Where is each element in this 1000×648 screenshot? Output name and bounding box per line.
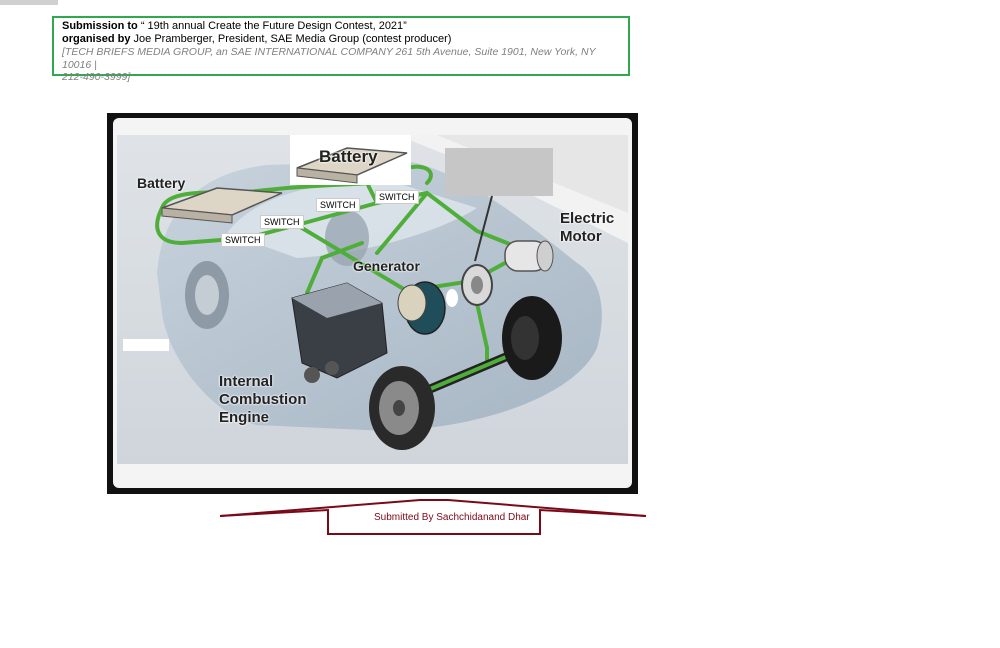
right-wheel-rim — [511, 316, 539, 360]
label-engine-line-3: Engine — [219, 409, 307, 427]
label-engine: Internal Combustion Engine — [219, 373, 307, 427]
header-phone: 212-490-3999] — [62, 71, 620, 84]
label-electric-motor: Electric Motor — [560, 210, 614, 246]
label-battery-left: Battery — [137, 175, 185, 191]
submission-header: Submission to “ 19th annual Create the F… — [52, 16, 630, 76]
label-battery-top: Battery — [319, 147, 378, 167]
label-motor: Motor — [560, 228, 614, 246]
switch-label-4: SWITCH — [375, 190, 419, 204]
header-line-2: organised by Joe Pramberger, President, … — [62, 33, 620, 46]
hybrid-car-diagram: Battery Battery Electric Motor Generator… — [107, 113, 638, 494]
electric-motor-cap — [537, 241, 553, 271]
corner-tab — [0, 0, 58, 5]
label-generator: Generator — [353, 258, 420, 274]
diagram-svg — [107, 113, 638, 494]
header-address: [TECH BRIEFS MEDIA GROUP, an SAE INTERNA… — [62, 46, 620, 71]
panel-bottom — [117, 464, 628, 486]
differential-hub — [471, 276, 483, 294]
switch-label-2: SWITCH — [260, 215, 304, 229]
generator-shaft-glint — [446, 289, 458, 307]
label-engine-line-2: Combustion — [219, 391, 307, 409]
engine-pulley-2 — [325, 361, 339, 375]
blank-grey-box — [445, 148, 553, 196]
generator-face — [398, 285, 426, 321]
blank-white-box — [123, 339, 169, 351]
submitted-by-text: Submitted By Sachchidanand Dhar — [374, 512, 530, 523]
switch-label-3: SWITCH — [316, 198, 360, 212]
rear-wheel-hub — [195, 275, 219, 315]
header-line-1: Submission to “ 19th annual Create the F… — [62, 20, 620, 33]
switch-label-1: SWITCH — [221, 233, 265, 247]
front-wheel-hub — [393, 400, 405, 416]
label-engine-line-1: Internal — [219, 373, 307, 391]
label-electric: Electric — [560, 210, 614, 228]
